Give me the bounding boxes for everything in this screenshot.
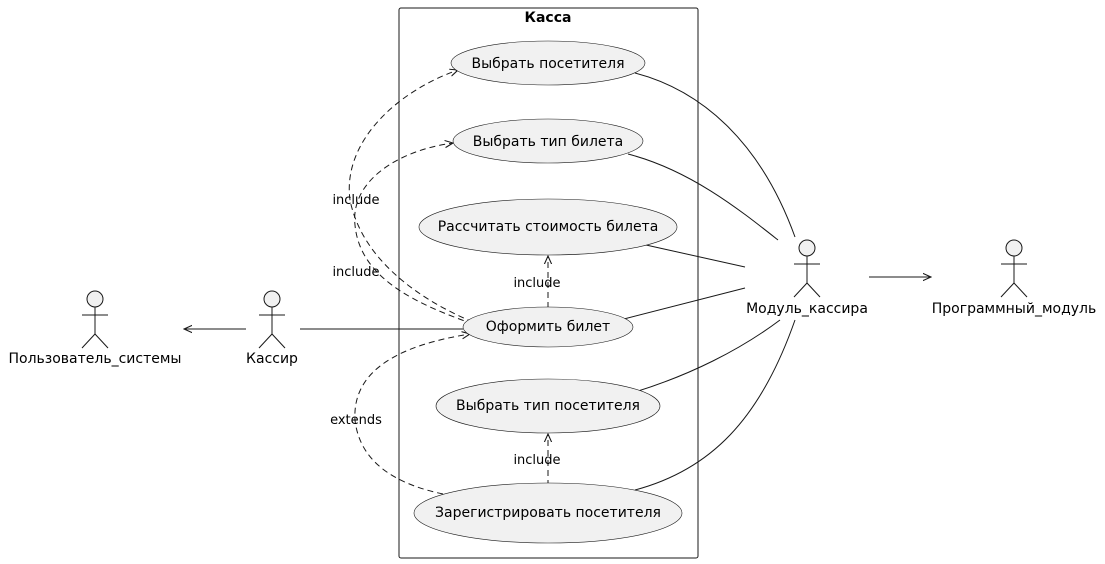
assoc-module-choose-ticket-type	[627, 153, 779, 241]
assoc-module-issue-ticket	[619, 287, 746, 321]
label-include-2: include	[332, 265, 379, 280]
use-case-register-visitor[interactable]: Зарегистрировать посетителя	[413, 482, 683, 544]
assoc-module-choose-visitor	[634, 72, 796, 238]
actor-label: Модуль_кассира	[746, 301, 868, 317]
include-choose-visitor	[348, 70, 474, 323]
label-include-4: include	[513, 453, 560, 468]
use-case-choose-ticket-type[interactable]: Выбрать тип билета	[452, 118, 644, 164]
actor-cashier[interactable]: Кассир	[246, 290, 298, 367]
dependencies	[348, 70, 548, 495]
use-case-label: Рассчитать стоимость билета	[438, 219, 659, 235]
use-case-label: Выбрать тип посетителя	[456, 398, 640, 414]
label-extends: extends	[330, 413, 382, 428]
label-include-1: include	[332, 193, 379, 208]
extends-register-issue	[354, 334, 470, 495]
actor-stick-figure-icon	[1000, 239, 1028, 298]
associations	[184, 72, 931, 491]
actor-label: Кассир	[246, 351, 298, 367]
assoc-module-calc-price	[645, 244, 746, 268]
assoc-module-register-visitor	[634, 319, 796, 491]
actor-stick-figure-icon	[81, 290, 109, 349]
system-title: Касса	[525, 10, 572, 26]
actor-stick-figure-icon	[793, 239, 821, 298]
actor-program[interactable]: Программный_модуль	[932, 239, 1097, 317]
actor-label: Программный_модуль	[932, 301, 1097, 317]
use-case-choose-visitor-type[interactable]: Выбрать тип посетителя	[435, 378, 661, 434]
use-case-label: Оформить билет	[486, 319, 610, 335]
actor-user[interactable]: Пользователь_системы	[9, 290, 182, 367]
use-case-choose-visitor[interactable]: Выбрать посетителя	[450, 40, 646, 86]
include-choose-ticket-type	[354, 143, 474, 325]
relation-labels: include include include include extends	[330, 193, 560, 468]
use-case-label: Выбрать посетителя	[471, 56, 624, 72]
use-case-label: Выбрать тип билета	[473, 134, 624, 150]
assoc-module-choose-visitor-type	[634, 319, 781, 393]
label-include-3: include	[513, 276, 560, 291]
use-case-label: Зарегистрировать посетителя	[435, 505, 661, 521]
use-case-calc-price[interactable]: Рассчитать стоимость билета	[418, 198, 678, 256]
actor-label: Пользователь_системы	[9, 351, 182, 367]
actor-module[interactable]: Модуль_кассира	[746, 239, 868, 317]
actor-stick-figure-icon	[258, 290, 286, 349]
use-case-issue-ticket[interactable]: Оформить билет	[462, 306, 634, 348]
system-boundary: Касса	[398, 7, 699, 559]
